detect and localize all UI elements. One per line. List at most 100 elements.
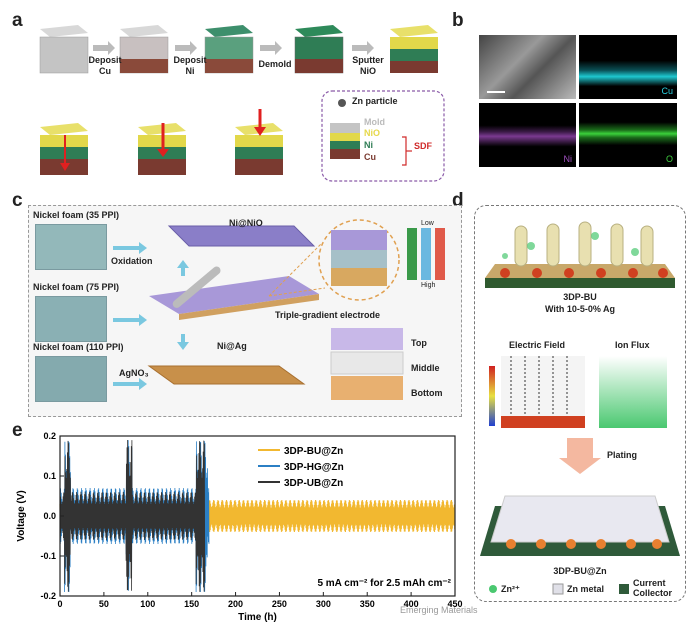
panel-d: 3DP-BU With 10-5-0% Ag Electric Field Io… xyxy=(474,205,686,602)
zn-plating-cube-1 xyxy=(40,123,88,175)
o-map: O xyxy=(579,103,677,167)
panel-b: Cu Ni O xyxy=(479,35,677,167)
step-label-deposit-cu: Deposit Cu xyxy=(88,55,122,76)
bottom-particles xyxy=(506,539,662,549)
triple-gradient-label: Triple-gradient electrode xyxy=(275,310,381,320)
panel-label-b: b xyxy=(452,10,464,31)
cu-map: Cu xyxy=(579,35,677,99)
nio-sputtered-cube xyxy=(390,25,438,73)
legend-collector: Current Collector xyxy=(633,578,673,598)
y-tick-label: -0.2 xyxy=(40,591,56,601)
legend-label: 3DP-HG@Zn xyxy=(284,462,344,473)
layer-top-label: Top xyxy=(411,338,427,348)
zoom-circle xyxy=(318,219,400,301)
y-tick-label: 0.1 xyxy=(43,471,56,481)
panel-a-illustration xyxy=(39,25,445,182)
process-arrows xyxy=(93,41,374,55)
o-map-label: O xyxy=(665,154,673,164)
panel-label-d: d xyxy=(452,190,464,211)
mold-cube xyxy=(39,25,89,74)
cu-deposited-cube xyxy=(119,25,169,74)
legend-zn-particle: Zn particle xyxy=(352,96,398,106)
legend-cube xyxy=(330,123,360,159)
panel-c-illustration xyxy=(113,219,445,400)
y-tick-label: 0.2 xyxy=(43,431,56,441)
legend-mold: Mold xyxy=(364,117,385,127)
foam-35-image xyxy=(35,224,107,270)
layer-schematics xyxy=(330,328,404,400)
demolded-cube xyxy=(294,25,344,74)
gradient-electrode-top xyxy=(149,276,319,314)
foam-75-image xyxy=(35,296,107,342)
step-label-deposit-ni: Deposit Ni xyxy=(173,55,207,76)
efield-diagram xyxy=(489,356,585,428)
ag-particles xyxy=(500,268,668,278)
zoom-layer-middle xyxy=(331,250,387,268)
legend-sdf: SDF xyxy=(414,141,432,151)
x-tick-label: 150 xyxy=(184,599,199,609)
oxidation-label: Oxidation xyxy=(111,256,153,266)
legend-zn-metal: Zn metal xyxy=(567,584,605,594)
foam-label-110: Nickel foam (110 PPI) xyxy=(33,342,124,352)
legend-cu: Cu xyxy=(364,152,376,162)
chart-annotation: 5 mA cm⁻² for 2.5 mAh cm⁻² xyxy=(317,578,451,589)
zoom-layer-top xyxy=(331,230,387,250)
y-axis-label: Voltage (V) xyxy=(16,490,27,541)
x-tick-label: 450 xyxy=(447,599,462,609)
legend-zn-ion: Zn²⁺ xyxy=(501,584,520,594)
foam-label-35: Nickel foam (35 PPI) xyxy=(33,210,120,220)
top-collector xyxy=(485,278,675,288)
legend-nio: NiO xyxy=(364,128,381,138)
plating-arrow xyxy=(559,438,601,474)
panel-c: Nickel foam (35 PPI) Nickel foam (75 PPI… xyxy=(28,205,462,417)
plating-label: Plating xyxy=(607,450,638,460)
x-tick-label: 50 xyxy=(99,599,109,609)
top-subtitle: With 10-5-0% Ag xyxy=(544,304,616,314)
efield-label: Electric Field xyxy=(509,340,566,350)
legend-ni: Ni xyxy=(364,140,373,150)
x-tick-label: 300 xyxy=(316,599,331,609)
x-axis-label: Time (h) xyxy=(238,612,277,623)
zn-metal-layer xyxy=(490,495,670,543)
ion-flux-diagram xyxy=(599,356,667,428)
y-tick-label: 0.0 xyxy=(43,511,56,521)
flow-arrows xyxy=(113,242,189,390)
top-title: 3DP-BU xyxy=(563,292,597,302)
x-tick-label: 350 xyxy=(360,599,375,609)
gradient-low-label: Low xyxy=(421,220,434,227)
zn-plating-cube-2 xyxy=(138,123,186,175)
roller xyxy=(172,266,221,308)
panel-label-e: e xyxy=(12,420,23,441)
ni-map: Ni xyxy=(479,103,576,167)
columns xyxy=(514,221,654,267)
layer-bottom-label: Bottom xyxy=(411,388,443,398)
panel-label-a: a xyxy=(12,10,23,31)
panel-label-c: c xyxy=(12,190,23,211)
ni-nio-sheet xyxy=(167,225,316,247)
scale-bar xyxy=(487,91,505,93)
x-tick-label: 400 xyxy=(404,599,419,609)
legend-label: 3DP-BU@Zn xyxy=(284,446,343,457)
series-line-3DP-UB@Zn xyxy=(59,439,206,592)
panel-d-illustration xyxy=(480,221,680,595)
step-label-sputter-nio: Sputter NiO xyxy=(352,55,384,76)
ni-ag-label: Ni@Ag xyxy=(217,341,247,351)
foam-label-75: Nickel foam (75 PPI) xyxy=(33,282,120,292)
layer-middle-label: Middle xyxy=(411,363,440,373)
y-tick-label: -0.1 xyxy=(40,551,56,561)
legend-label: 3DP-UB@Zn xyxy=(284,478,343,489)
bottom-title: 3DP-BU@Zn xyxy=(553,566,607,576)
sdf-bracket xyxy=(402,136,407,166)
x-tick-label: 250 xyxy=(272,599,287,609)
ionflux-label: Ion Flux xyxy=(615,340,650,350)
x-tick-label: 0 xyxy=(57,599,62,609)
gradient-electrode-side xyxy=(179,294,319,320)
gradient-bars xyxy=(407,228,445,280)
zn-ion-legend-icon xyxy=(489,585,497,593)
agno3-label: AgNO₃ xyxy=(119,368,149,378)
zoom-layer-bottom xyxy=(331,268,387,286)
gradient-high-label: High xyxy=(421,282,436,289)
ni-deposited-cube xyxy=(204,25,254,74)
ni-nio-label: Ni@NiO xyxy=(229,218,263,228)
